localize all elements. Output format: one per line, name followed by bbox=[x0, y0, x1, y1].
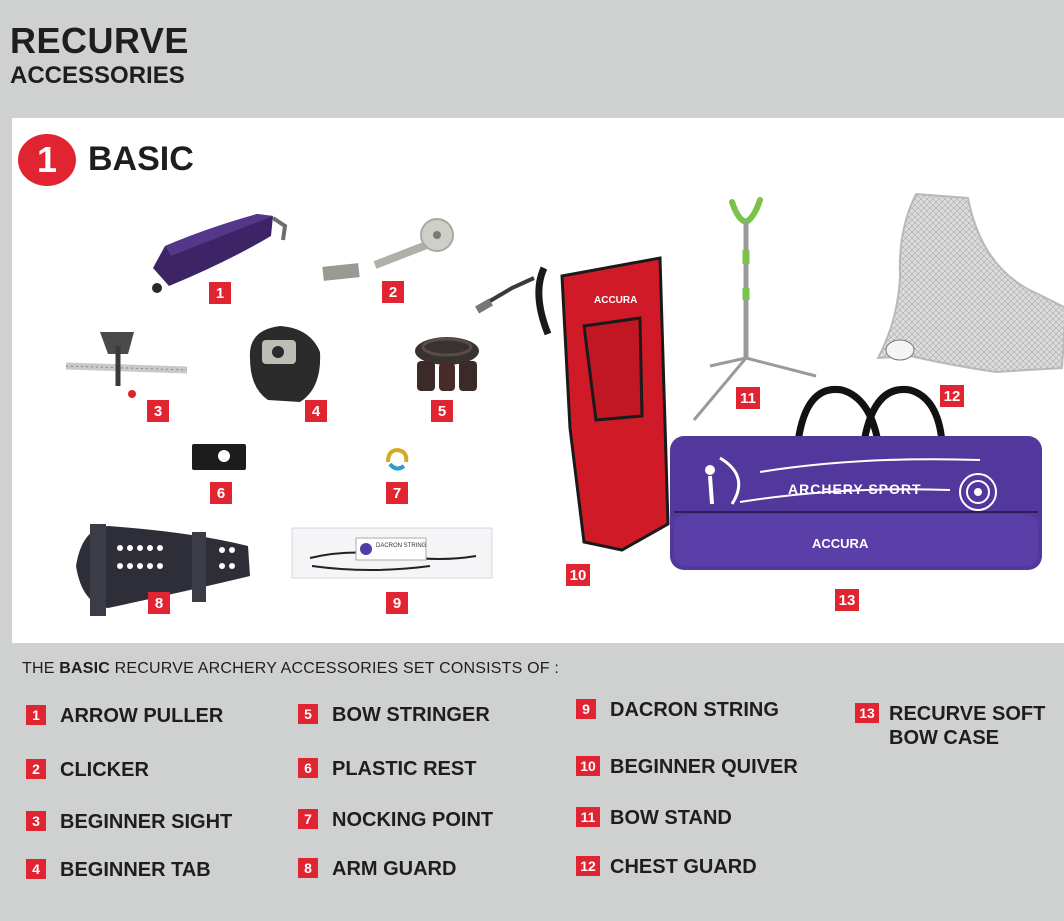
list-number: 6 bbox=[298, 758, 318, 778]
list-label: BOW STRINGER bbox=[332, 704, 490, 726]
list-label: ARM GUARD bbox=[332, 858, 457, 880]
list-item: 12 CHEST GUARD bbox=[576, 855, 757, 879]
intro-suffix: RECURVE ARCHERY ACCESSORIES SET CONSISTS… bbox=[110, 660, 560, 677]
list-number: 8 bbox=[298, 858, 318, 878]
beginner-tab-image bbox=[249, 326, 321, 402]
list-label: NOCKING POINT bbox=[332, 809, 494, 831]
quiver-brand-text: ACCURA bbox=[594, 295, 637, 306]
list-item: 9 DACRON STRING bbox=[576, 698, 779, 722]
bow-case-text: ARCHERY SPORT bbox=[788, 481, 922, 497]
photo-label-1: 1 bbox=[209, 282, 231, 304]
list-number: 3 bbox=[26, 811, 46, 831]
list-number: 12 bbox=[576, 856, 600, 876]
list-item: 13 RECURVE SOFT BOW CASE bbox=[855, 702, 1045, 750]
beginner-quiver-image: ACCURA bbox=[475, 256, 670, 552]
list-label: BOW STAND bbox=[610, 807, 732, 829]
photo-label-10: 10 bbox=[566, 564, 590, 586]
list-label: CHEST GUARD bbox=[610, 856, 757, 878]
list-number: 10 bbox=[576, 756, 600, 776]
photo-label-4: 4 bbox=[305, 400, 327, 422]
photo-label-12: 12 bbox=[940, 385, 964, 407]
list-label: RECURVE SOFT BOW CASE bbox=[889, 703, 1046, 749]
list-item: 4 BEGINNER TAB bbox=[26, 858, 211, 882]
list-label: BEGINNER SIGHT bbox=[60, 811, 233, 833]
bow-stringer-image bbox=[415, 337, 479, 391]
list-number: 13 bbox=[855, 703, 879, 723]
beginner-sight-image bbox=[65, 332, 188, 398]
list-label: CLICKER bbox=[60, 759, 149, 781]
string-pack-text: DACRON STRING bbox=[376, 543, 427, 549]
list-item: 6 PLASTIC REST bbox=[298, 757, 476, 781]
list-label: ARROW PULLER bbox=[60, 705, 224, 727]
bow-case-brand-text: ACCURA bbox=[812, 536, 869, 551]
list-label: PLASTIC REST bbox=[332, 758, 477, 780]
list-item: 2 CLICKER bbox=[26, 758, 149, 782]
page-title: RECURVE bbox=[10, 20, 189, 61]
plastic-rest-image bbox=[192, 444, 246, 470]
list-number: 2 bbox=[26, 759, 46, 779]
photo-label-5: 5 bbox=[431, 400, 453, 422]
arm-guard-image bbox=[76, 524, 250, 616]
list-number: 11 bbox=[576, 807, 600, 827]
list-label: BEGINNER TAB bbox=[60, 859, 211, 881]
photo-label-9: 9 bbox=[386, 592, 408, 614]
intro-prefix: THE bbox=[22, 660, 60, 677]
photo-label-8: 8 bbox=[148, 592, 170, 614]
photo-label-13: 13 bbox=[835, 589, 859, 611]
photo-label-3: 3 bbox=[147, 400, 169, 422]
bow-case-image: ARCHERY SPORT ACCURA bbox=[670, 385, 1042, 570]
list-number: 4 bbox=[26, 859, 46, 879]
list-number: 7 bbox=[298, 809, 318, 829]
list-number: 9 bbox=[576, 699, 596, 719]
photo-label-2: 2 bbox=[382, 281, 404, 303]
page-subtitle: ACCESSORIES bbox=[10, 62, 185, 89]
section-title: BASIC bbox=[88, 140, 194, 178]
list-label: BEGINNER QUIVER bbox=[610, 756, 798, 778]
arrow-puller-image bbox=[152, 214, 288, 293]
list-number: 5 bbox=[298, 704, 318, 724]
list-item: 11 BOW STAND bbox=[576, 806, 732, 830]
list-item: 8 ARM GUARD bbox=[298, 857, 456, 881]
chest-guard-image bbox=[876, 192, 1064, 374]
section-number-badge: 1 bbox=[18, 134, 76, 186]
list-label: DACRON STRING bbox=[610, 699, 779, 721]
intro-bold: BASIC bbox=[59, 660, 111, 677]
set-intro-text: THE BASIC RECURVE ARCHERY ACCESSORIES SE… bbox=[22, 660, 559, 678]
photo-label-7: 7 bbox=[386, 482, 408, 504]
list-item: 7 NOCKING POINT bbox=[298, 808, 493, 832]
list-item: 3 BEGINNER SIGHT bbox=[26, 810, 232, 834]
list-item: 10 BEGINNER QUIVER bbox=[576, 755, 798, 779]
list-item: 5 BOW STRINGER bbox=[298, 703, 490, 727]
list-number: 1 bbox=[26, 705, 46, 725]
bow-stand-image bbox=[692, 197, 817, 421]
product-photo-panel: 1 BASIC bbox=[12, 118, 1064, 643]
photo-label-6: 6 bbox=[210, 482, 232, 504]
clicker-image bbox=[322, 218, 454, 281]
dacron-string-image: DACRON STRING bbox=[291, 527, 493, 579]
list-item: 1 ARROW PULLER bbox=[26, 704, 223, 728]
photo-label-11: 11 bbox=[736, 387, 760, 409]
nocking-point-image bbox=[386, 447, 409, 471]
